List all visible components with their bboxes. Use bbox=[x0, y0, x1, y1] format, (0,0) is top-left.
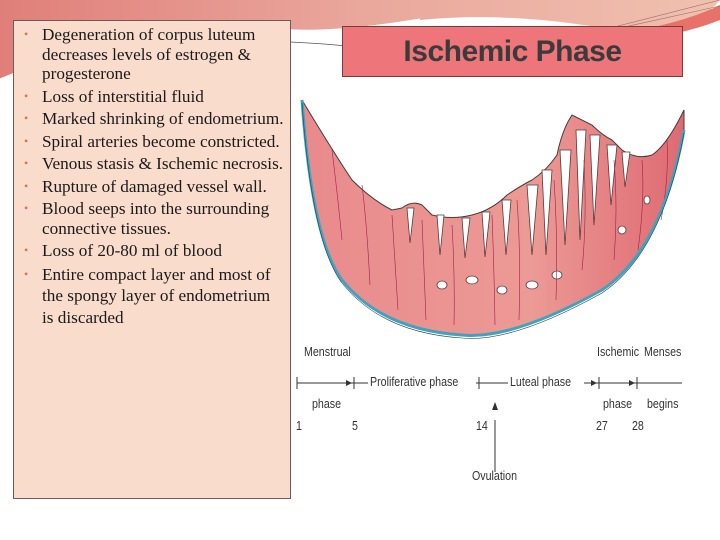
bullet-dot-icon: • bbox=[24, 111, 29, 125]
bullet-item: •Loss of 20-80 ml of blood bbox=[24, 241, 222, 260]
endometrium-diagram: Menstrual phase Proliferative phase Lute… bbox=[292, 90, 692, 500]
label-menses: Menses bbox=[644, 344, 682, 359]
bullet-item: •Degeneration of corpus luteum decreases… bbox=[24, 25, 256, 83]
day-label: 27 bbox=[596, 418, 608, 433]
slide-title: Ischemic Phase bbox=[403, 34, 622, 68]
label-ischemic: Ischemic bbox=[597, 344, 640, 359]
bullet-item: •Marked shrinking of endometrium. bbox=[24, 109, 284, 128]
label-proliferative: Proliferative phase bbox=[370, 374, 459, 389]
bullet-dot-icon: • bbox=[24, 201, 29, 215]
bullet-list: •Degeneration of corpus luteum decreases… bbox=[20, 25, 284, 328]
bullet-text-box: •Degeneration of corpus luteum decreases… bbox=[13, 20, 291, 499]
timeline-axis bbox=[296, 377, 682, 472]
bullet-item: •Entire compact layer and most of the sp… bbox=[24, 264, 271, 327]
slide-title-box: Ischemic Phase bbox=[342, 26, 683, 77]
label-ovulation: Ovulation bbox=[472, 468, 518, 483]
bullet-item: •Rupture of damaged vessel wall. bbox=[24, 176, 267, 196]
label-menses-begins: begins bbox=[647, 396, 679, 411]
bullet-dot-icon: • bbox=[24, 156, 29, 170]
day-label: 5 bbox=[352, 418, 358, 433]
bullet-item: •Loss of interstitial fluid bbox=[24, 86, 204, 106]
endometrium-illustration bbox=[296, 99, 686, 472]
day-label: 1 bbox=[296, 418, 302, 433]
bullet-dot-icon: • bbox=[24, 243, 29, 257]
bullet-item: •Spiral arteries become constricted. bbox=[24, 131, 280, 151]
day-label: 28 bbox=[632, 418, 644, 433]
day-label: 14 bbox=[476, 418, 488, 433]
bullet-dot-icon: • bbox=[24, 27, 29, 41]
bullet-dot-icon: • bbox=[24, 266, 29, 281]
bullet-dot-icon: • bbox=[24, 133, 29, 148]
label-ischemic-phase: phase bbox=[603, 396, 633, 411]
label-menstrual: Menstrual bbox=[304, 344, 351, 359]
ovulation-arrow-icon bbox=[492, 402, 498, 410]
label-luteal: Luteal phase bbox=[510, 374, 572, 389]
label-menstrual-phase: phase bbox=[312, 396, 342, 411]
bullet-dot-icon: • bbox=[24, 88, 29, 103]
bullet-dot-icon: • bbox=[24, 178, 29, 193]
bullet-item: •Venous stasis & Ischemic necrosis. bbox=[24, 154, 284, 173]
bullet-item: •Blood seeps into the surrounding connec… bbox=[24, 199, 270, 238]
